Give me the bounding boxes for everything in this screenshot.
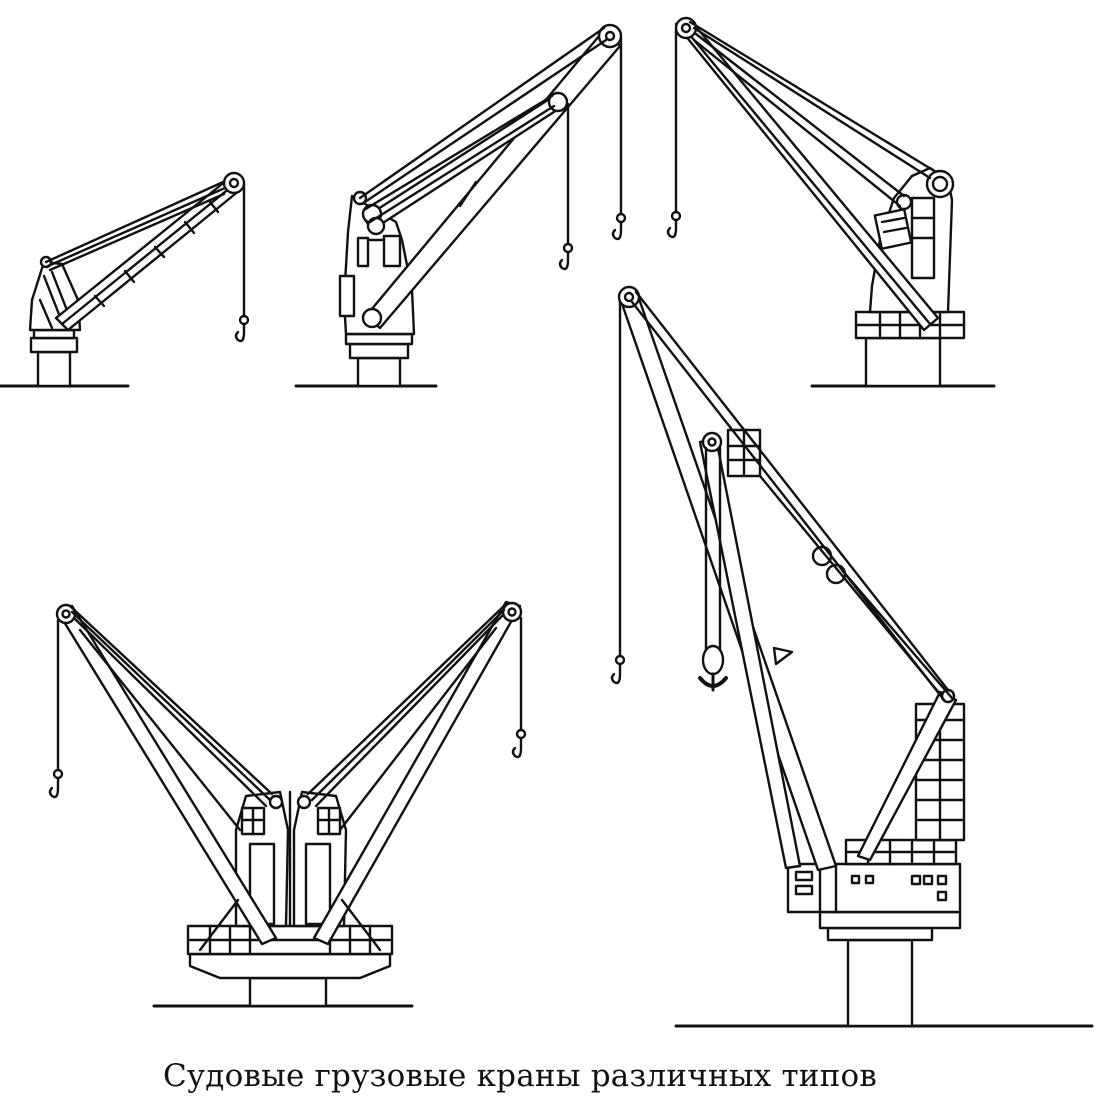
hook-icon xyxy=(666,218,678,239)
jib xyxy=(364,28,622,330)
crane-2 xyxy=(294,23,627,388)
crane-house xyxy=(786,862,962,914)
hook-icon xyxy=(234,322,246,343)
crane-1 xyxy=(0,171,250,388)
hook-icon xyxy=(558,250,570,271)
crane-5 xyxy=(610,285,1094,1028)
crane-3 xyxy=(666,16,996,388)
hook-icon xyxy=(611,220,623,241)
pedestal xyxy=(356,356,402,388)
hook-icon xyxy=(48,776,60,799)
hook-icon xyxy=(610,662,622,685)
hook-icon xyxy=(511,736,523,759)
pedestal xyxy=(846,938,914,1028)
sheave-icon xyxy=(361,307,383,329)
figure-caption: Судовые грузовые краны различных типов xyxy=(162,1058,878,1094)
crane-4 xyxy=(48,600,527,1008)
pedestal xyxy=(248,976,328,1008)
pedestal xyxy=(36,350,72,388)
pedestal xyxy=(864,336,942,388)
jib xyxy=(312,600,522,946)
